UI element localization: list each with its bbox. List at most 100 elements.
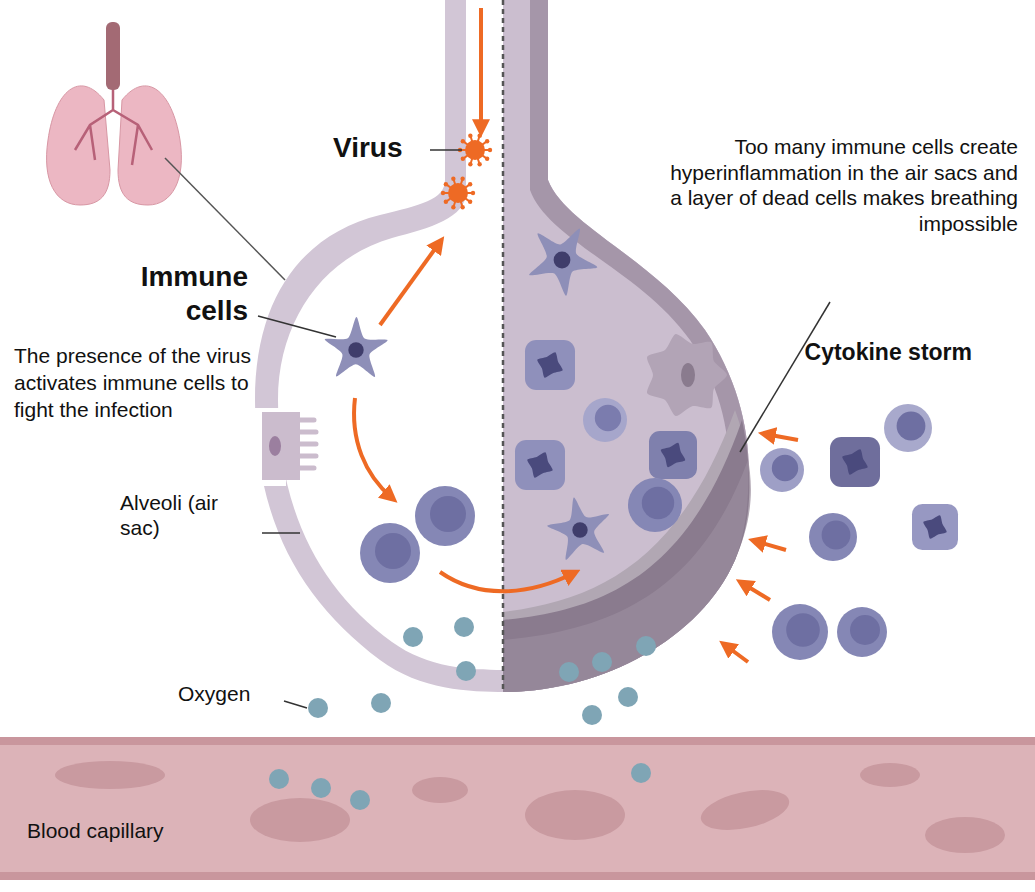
virus-spike: [468, 200, 472, 204]
illustration-part: [371, 693, 391, 713]
cell-nucleus: [923, 515, 946, 538]
cell-nucleus: [430, 496, 466, 532]
virus-spike: [461, 139, 465, 143]
immune-cell: [360, 523, 420, 583]
label-text: The presence of the virus activates immu…: [14, 342, 264, 423]
cell-nucleus: [661, 443, 685, 467]
illustration-part: [925, 817, 1005, 853]
cell-nucleus: [786, 613, 820, 647]
virus-spike: [461, 157, 465, 161]
cell-nucleus: [842, 449, 867, 474]
cell-nucleus: [642, 487, 674, 519]
immune-cell: [649, 431, 697, 479]
immune-cell: [830, 437, 880, 487]
dead-cell-layer-dark: [503, 420, 749, 692]
dendritic-cell: [529, 229, 597, 296]
illustration-part: [258, 316, 336, 337]
illustration-part: [440, 572, 574, 591]
label-text: Virus: [333, 132, 433, 164]
illustration-part: [860, 763, 920, 787]
label-text: Blood capillary: [27, 818, 247, 843]
virus-spike: [471, 191, 475, 195]
cell-nucleus: [595, 405, 621, 431]
illustration-part: [325, 134, 958, 660]
virus-spike: [468, 182, 472, 186]
immune-cell: [415, 486, 475, 546]
divider-line: [502, 0, 505, 692]
virus-spike: [485, 157, 489, 161]
illustration-part: [75, 90, 152, 165]
illustration-part: [0, 737, 1035, 880]
immune-cell: [912, 504, 958, 550]
alveolus-wall: [255, 0, 749, 692]
virus-spike: [488, 148, 492, 152]
cell-nucleus: [572, 522, 587, 537]
illustration-part: [765, 434, 798, 440]
virus-spike: [460, 177, 464, 181]
illustration-part: [55, 761, 165, 789]
illustration-part: [631, 763, 651, 783]
dead-cell: [647, 334, 727, 416]
illustration-part: [454, 617, 474, 637]
cell-nucleus: [527, 452, 552, 477]
virus-spike: [460, 205, 464, 209]
immune-cell: [583, 398, 627, 442]
immune-cell: [884, 404, 932, 452]
immune-cell: [628, 478, 682, 532]
leader-lines: [258, 150, 830, 708]
illustration-part: [742, 583, 770, 600]
illustration-part: [311, 778, 331, 798]
cell-nucleus: [897, 412, 926, 441]
immune-cell: [515, 440, 565, 490]
dendritic-cell: [547, 498, 609, 560]
virus-spike: [468, 134, 472, 138]
virus-spike: [444, 200, 448, 204]
cell-nucleus: [375, 533, 411, 569]
cell-nucleus: [822, 521, 851, 550]
dendritic-cell: [325, 317, 388, 377]
label-text: Alveoli (air sac): [120, 490, 250, 540]
cell-nucleus: [681, 363, 695, 387]
label-text: Cytokine storm: [800, 338, 972, 366]
illustration-part: [0, 737, 1035, 745]
virus-spike: [477, 134, 481, 138]
cell-nucleus: [348, 342, 363, 357]
cell-nucleus: [537, 352, 562, 377]
virus-particle: [448, 183, 468, 203]
illustration-part: [350, 790, 370, 810]
oxygen-molecules: [269, 617, 656, 810]
label-text: Too many immune cells create hyperinflam…: [660, 134, 1018, 236]
illustration-part: [479, 8, 483, 130]
illustration-part: [262, 532, 300, 534]
illustration-part: [636, 636, 656, 656]
virus-spike: [485, 139, 489, 143]
dead-cell-layer: [503, 410, 751, 692]
illustration-part: [592, 652, 612, 672]
illustration-part: [740, 302, 830, 452]
illustration-part: [269, 769, 289, 789]
illustration-part: [430, 149, 462, 151]
illustration-part: [725, 645, 748, 662]
cell-nucleus: [850, 615, 880, 645]
illustration-part: [380, 242, 440, 325]
lungs-icon: [47, 22, 182, 205]
immune-cell: [525, 340, 575, 390]
illustration-part: [525, 790, 625, 840]
illustration-part: [250, 798, 350, 842]
virus-spike: [468, 162, 472, 166]
illustration-part: [582, 705, 602, 725]
illustration-part: [403, 627, 423, 647]
illustration-part: [412, 777, 468, 803]
illustration-part: [284, 701, 307, 708]
illustration-part: [106, 22, 120, 90]
illustration-part: [559, 662, 579, 682]
virus-spike: [451, 177, 455, 181]
immune-cell: [837, 607, 887, 657]
immune-cell: [772, 604, 828, 660]
flow-arrows: [354, 8, 798, 662]
illustration-part: [354, 398, 392, 498]
illustration-part: [300, 420, 316, 468]
cell-nucleus: [772, 455, 798, 481]
illustration-part: [262, 412, 300, 480]
